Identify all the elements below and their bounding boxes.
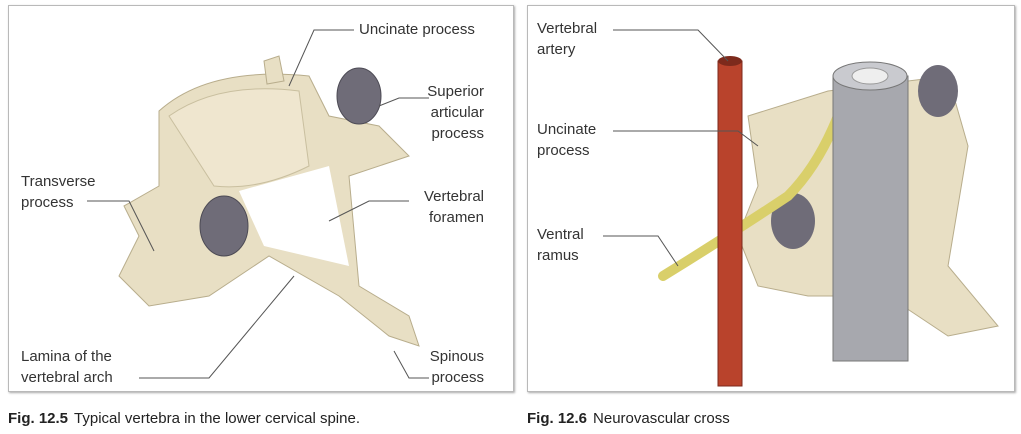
caption-number: Fig. 12.5 — [8, 410, 69, 427]
caption-fig-12-5: Fig. 12.5 Typical vertebra in the lower c… — [8, 410, 360, 427]
vertebra-illustration — [87, 29, 429, 379]
caption-number: Fig. 12.6 — [527, 410, 588, 427]
neurovascular-illustration — [603, 29, 999, 387]
label-uncinate-process: Uncinate process — [359, 21, 475, 38]
label-superior-articular-process: Superior articular process — [427, 83, 484, 142]
figure-12-5-panel: Uncinate process Superior articular proc… — [8, 5, 514, 392]
label-spinous-process: Spinous process — [429, 348, 484, 386]
label-lamina: Lamina of the vertebral arch — [21, 348, 113, 386]
label-uncinate-process: Uncinate process — [537, 121, 597, 159]
caption-text: Neurovascular cross — [593, 410, 730, 427]
label-vertebral-artery: Vertebral artery — [537, 20, 598, 58]
caption-fig-12-6: Fig. 12.6 Neurovascular cross — [527, 410, 730, 427]
figure-12-6-panel: Vertebral artery Uncinate process Ventra… — [527, 5, 1015, 392]
label-ventral-ramus: Ventral ramus — [537, 226, 584, 264]
caption-text: Typical vertebra in the lower cervical s… — [74, 410, 360, 427]
label-transverse-process: Transverse process — [21, 173, 96, 211]
label-vertebral-foramen: Vertebral foramen — [423, 188, 484, 226]
